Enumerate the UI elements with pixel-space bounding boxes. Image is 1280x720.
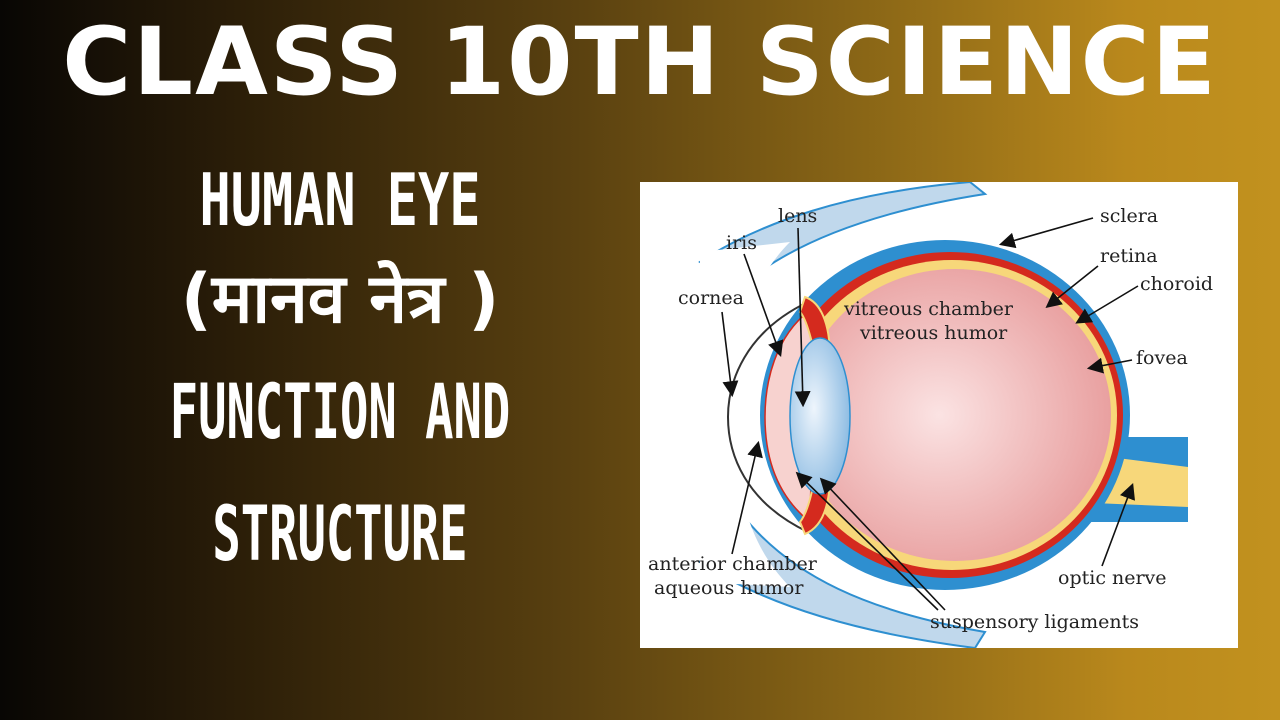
topic-block: HUMAN EYE (मानव नेत्र ) FUNCTION AND STR… bbox=[60, 150, 620, 572]
label-choroid: choroid bbox=[1140, 273, 1213, 295]
cornea bbox=[726, 301, 809, 533]
label-vitreous-humor: vitreous humor bbox=[859, 322, 1008, 344]
label-lens: lens bbox=[778, 205, 817, 227]
topic-line-2: (मानव नेत्र ) bbox=[180, 260, 500, 339]
vitreous-body bbox=[799, 269, 1111, 561]
label-optic-nerve: optic nerve bbox=[1058, 567, 1167, 589]
lower-muscle bbox=[698, 510, 987, 648]
label-suspensory-ligaments: suspensory ligaments bbox=[930, 611, 1139, 633]
label-cornea: cornea bbox=[678, 287, 744, 309]
label-retina: retina bbox=[1100, 245, 1158, 267]
leader-lines bbox=[721, 217, 1139, 611]
eye-diagram-panel: lens iris cornea sclera retina choroid f… bbox=[640, 182, 1238, 648]
label-sclera: sclera bbox=[1100, 205, 1158, 227]
topic-line-4: STRUCTURE bbox=[212, 489, 468, 578]
page-title: CLASS 10TH SCIENCE bbox=[62, 8, 1218, 117]
label-aqueous-humor: aqueous humor bbox=[654, 577, 804, 599]
topic-line-1: HUMAN EYE bbox=[199, 158, 481, 242]
label-iris: iris bbox=[726, 232, 757, 254]
label-anterior-chamber: anterior chamber bbox=[648, 553, 818, 575]
label-vitreous-chamber: vitreous chamber bbox=[843, 298, 1014, 320]
topic-line-3: FUNCTION AND bbox=[169, 367, 511, 456]
lens bbox=[789, 337, 851, 495]
label-fovea: fovea bbox=[1136, 347, 1188, 369]
eye-diagram: lens iris cornea sclera retina choroid f… bbox=[648, 182, 1213, 648]
